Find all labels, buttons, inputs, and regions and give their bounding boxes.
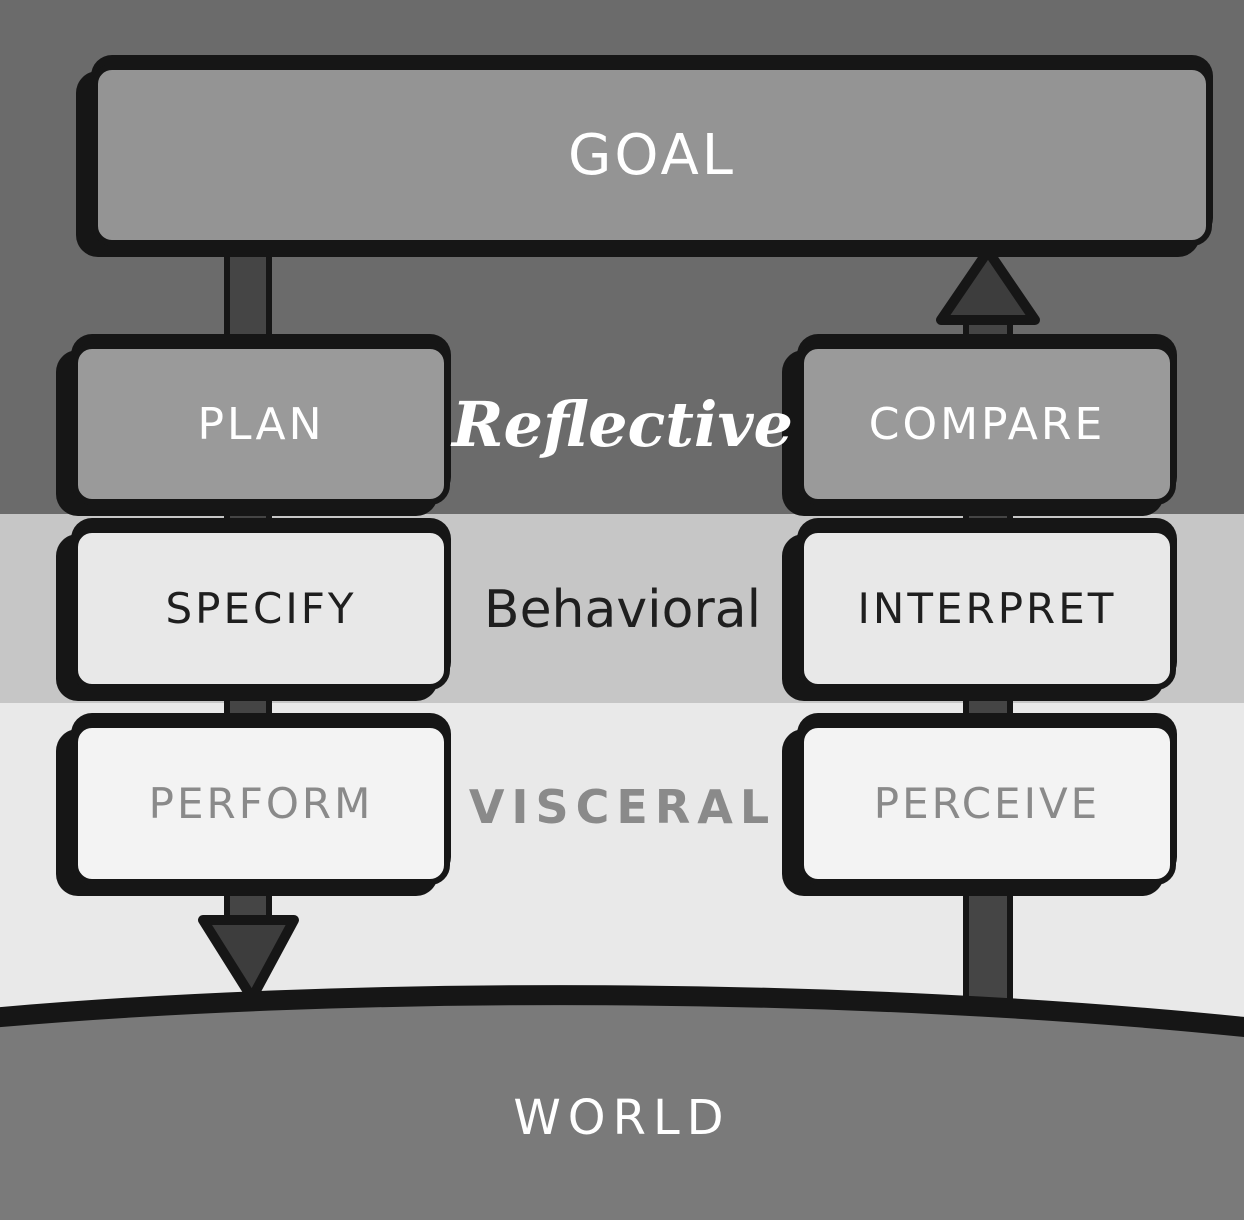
interpret-box: INTERPRET xyxy=(798,527,1176,690)
world-label: WORLD xyxy=(513,1090,731,1146)
perform-label: PERFORM xyxy=(148,779,374,828)
up-arrow-icon xyxy=(936,246,1040,325)
plan-box: PLAN xyxy=(72,343,450,505)
specify-label: SPECIFY xyxy=(165,584,357,633)
down-arrow-icon xyxy=(198,915,299,1003)
interpret-label: INTERPRET xyxy=(857,584,1117,633)
perform-box: PERFORM xyxy=(72,722,450,885)
compare-box: COMPARE xyxy=(798,343,1176,505)
reflective-level-label: Reflective xyxy=(452,388,793,461)
specify-box: SPECIFY xyxy=(72,527,450,690)
plan-label: PLAN xyxy=(197,398,325,450)
goal-label: GOAL xyxy=(568,122,736,188)
behavioral-level-label: Behavioral xyxy=(483,580,762,640)
perceive-label: PERCEIVE xyxy=(873,779,1101,828)
visceral-level-label: VISCERAL xyxy=(468,780,777,834)
goal-box: GOAL xyxy=(92,64,1212,246)
compare-label: COMPARE xyxy=(868,398,1106,450)
world-horizon xyxy=(0,985,1244,1220)
perceive-box: PERCEIVE xyxy=(798,722,1176,885)
